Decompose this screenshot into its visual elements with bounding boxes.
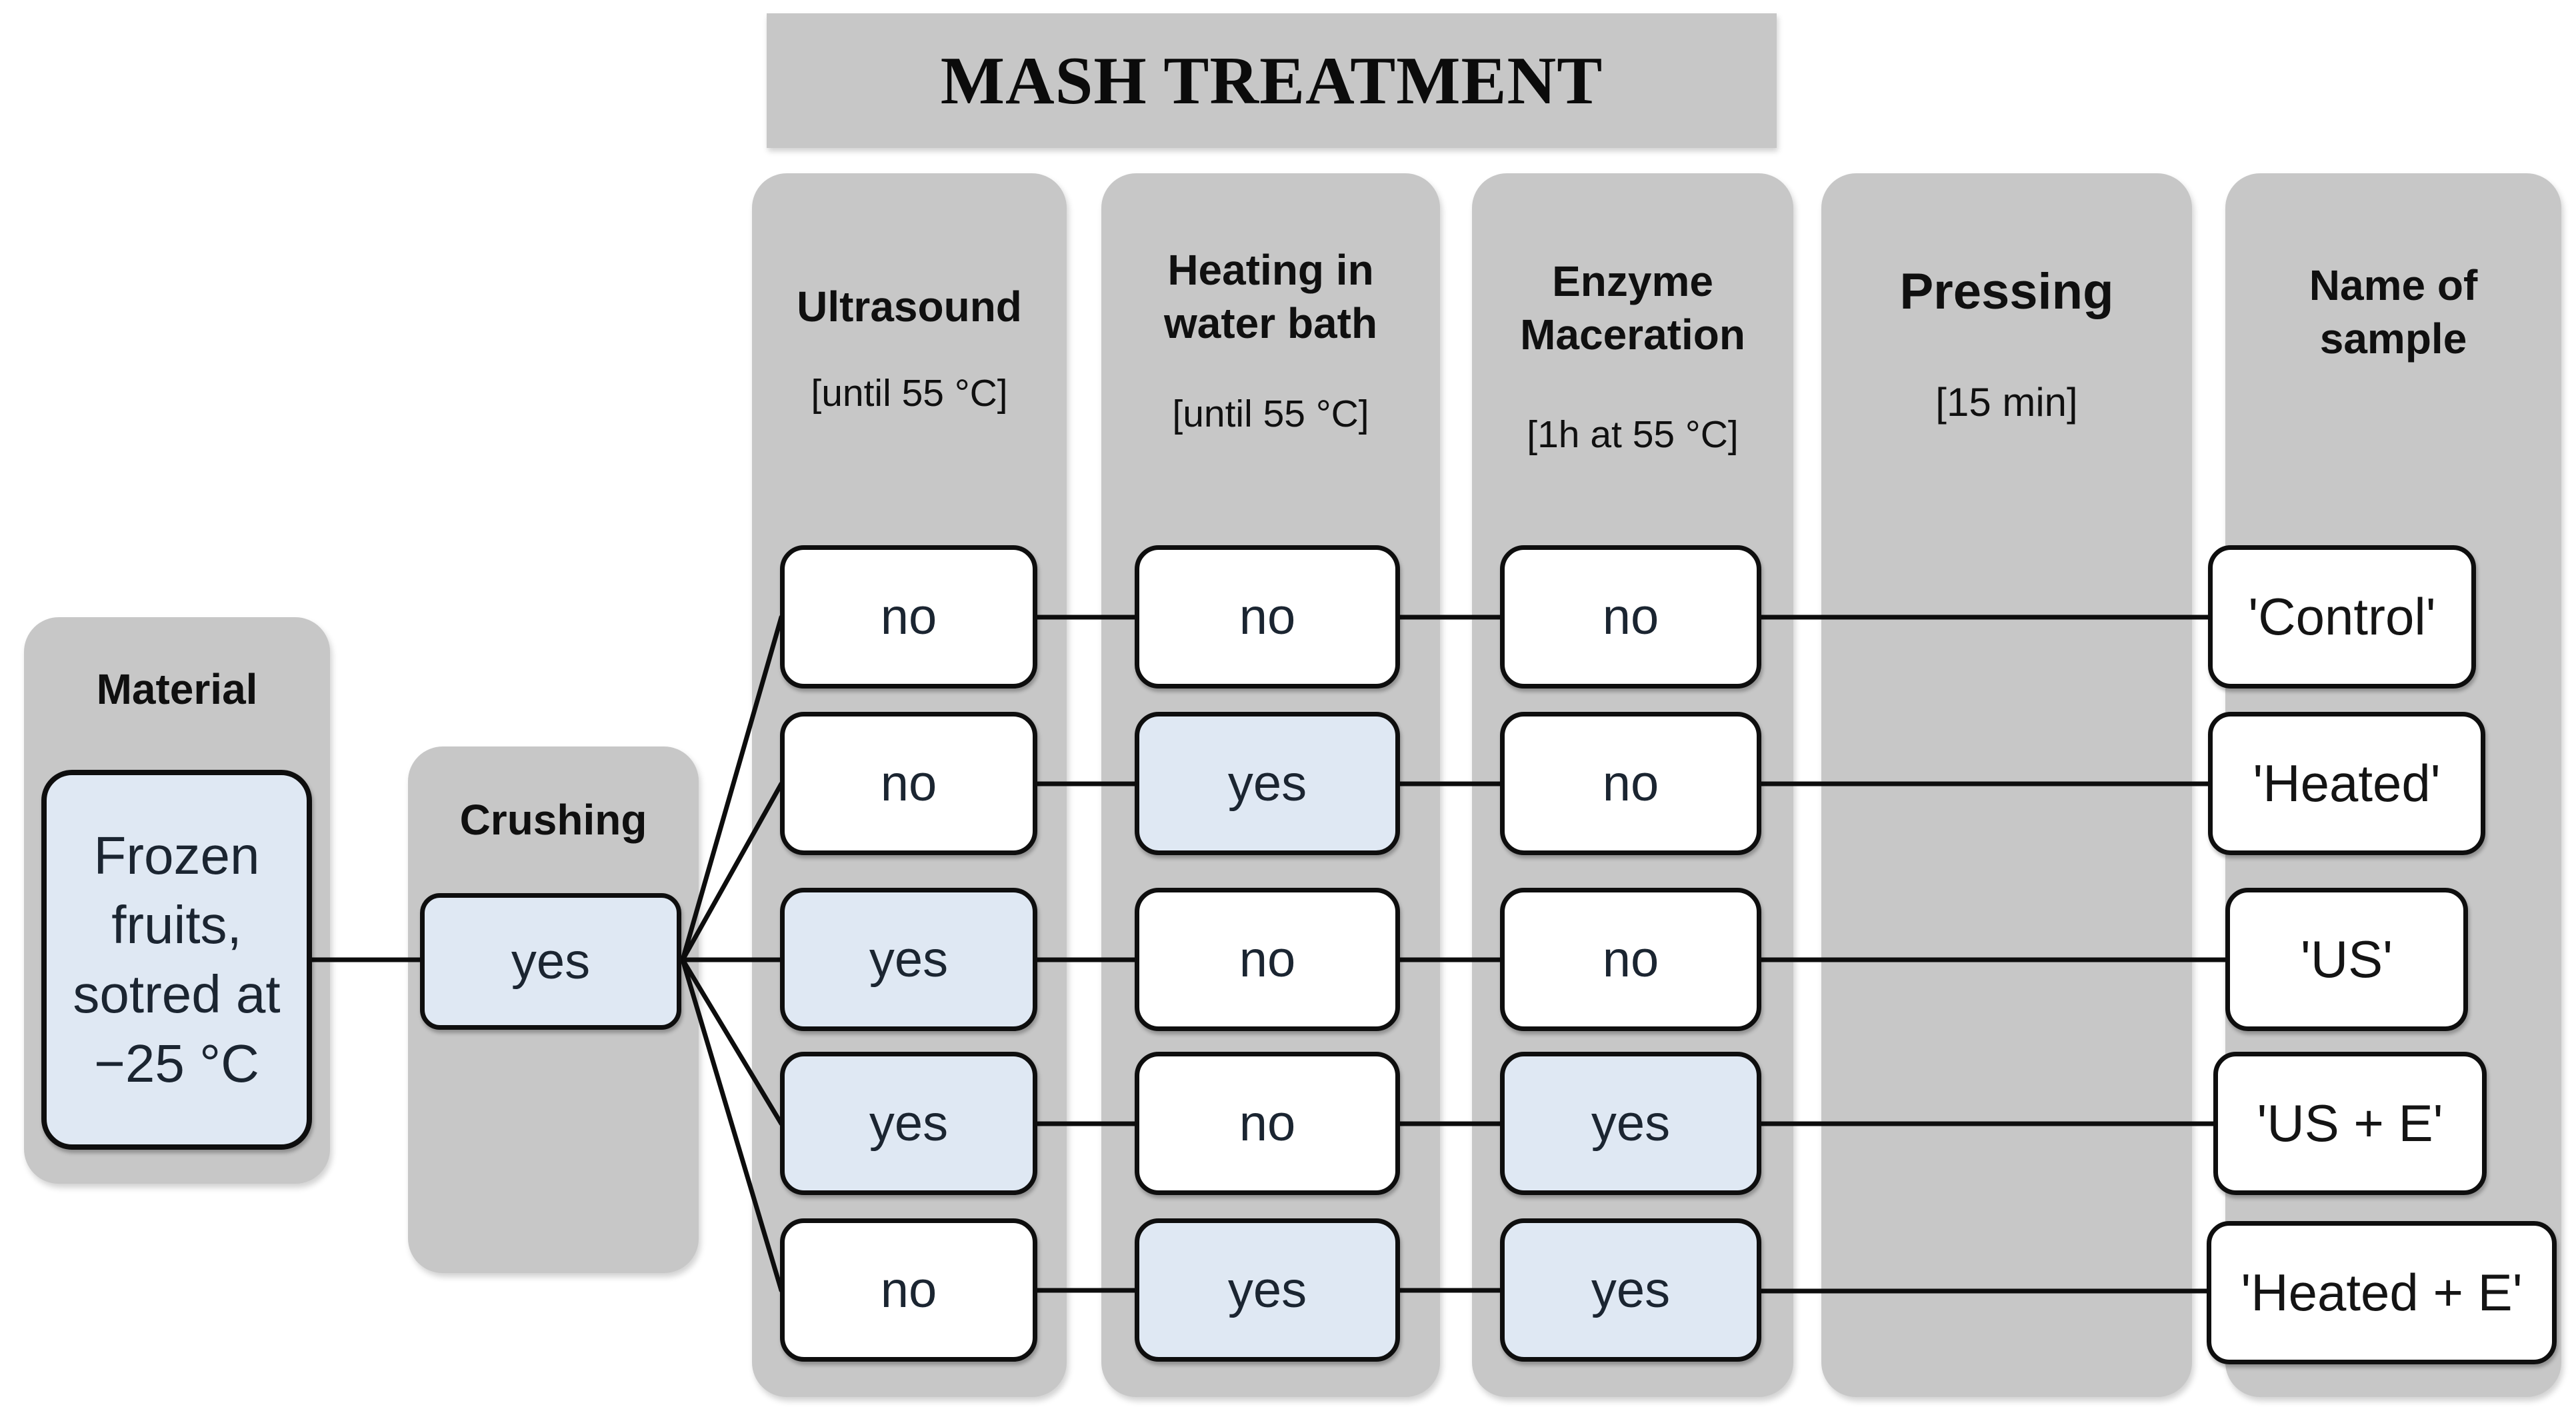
node-row5-ultrasound: no <box>780 1218 1037 1362</box>
node-row2-enzyme: no <box>1500 712 1761 855</box>
node-row5-enzyme: yes <box>1500 1218 1761 1362</box>
node-row4-ultrasound: yes <box>780 1052 1037 1195</box>
column-subtitle-heating: [until 55 °C] <box>1172 393 1369 435</box>
node-row3-ultrasound: yes <box>780 888 1037 1031</box>
crushing-value-box: yes <box>420 893 681 1030</box>
sample-box-heated: 'Heated' <box>2208 712 2485 855</box>
material-box: Frozen fruits, sotred at −25 °C <box>41 770 312 1150</box>
node-row3-heating: no <box>1135 888 1400 1031</box>
sample-box-us-e: 'US + E' <box>2213 1052 2487 1195</box>
column-subtitle-ultrasound: [until 55 °C] <box>811 372 1008 415</box>
node-row1-heating: no <box>1135 545 1400 689</box>
column-title-enzyme: Enzyme Maceration <box>1520 257 1745 359</box>
fan-line-row2 <box>680 781 784 962</box>
node-row2-ultrasound: no <box>780 712 1037 855</box>
column-title-sample: Name of sample <box>2309 261 2478 363</box>
diagram-title-banner: MASH TREATMENT <box>767 13 1777 148</box>
sample-box-heated-e: 'Heated + E' <box>2207 1221 2557 1364</box>
node-row1-enzyme: no <box>1500 545 1761 689</box>
node-row4-heating: no <box>1135 1052 1400 1195</box>
fan-line-row4 <box>680 957 784 1126</box>
material-label: Material <box>96 665 258 713</box>
sample-box-us: 'US' <box>2225 888 2468 1031</box>
fan-line-row1 <box>680 615 784 962</box>
node-row2-heating: yes <box>1135 712 1400 855</box>
node-row3-enzyme: no <box>1500 888 1761 1031</box>
column-title-pressing: Pressing <box>1899 263 2114 320</box>
node-row4-enzyme: yes <box>1500 1052 1761 1195</box>
column-subtitle-enzyme: [1h at 55 °C] <box>1527 413 1739 456</box>
column-subtitle-pressing: [15 min] <box>1935 380 2078 425</box>
sample-box-control: 'Control' <box>2208 545 2476 689</box>
node-row1-ultrasound: no <box>780 545 1037 689</box>
node-row5-heating: yes <box>1135 1218 1400 1362</box>
fan-line-row5 <box>680 957 784 1293</box>
column-title-heating: Heating in water bath <box>1163 246 1378 347</box>
diagram-title: MASH TREATMENT <box>940 43 1603 119</box>
column-title-ultrasound: Ultrasound <box>797 283 1022 331</box>
crushing-label: Crushing <box>459 796 647 844</box>
